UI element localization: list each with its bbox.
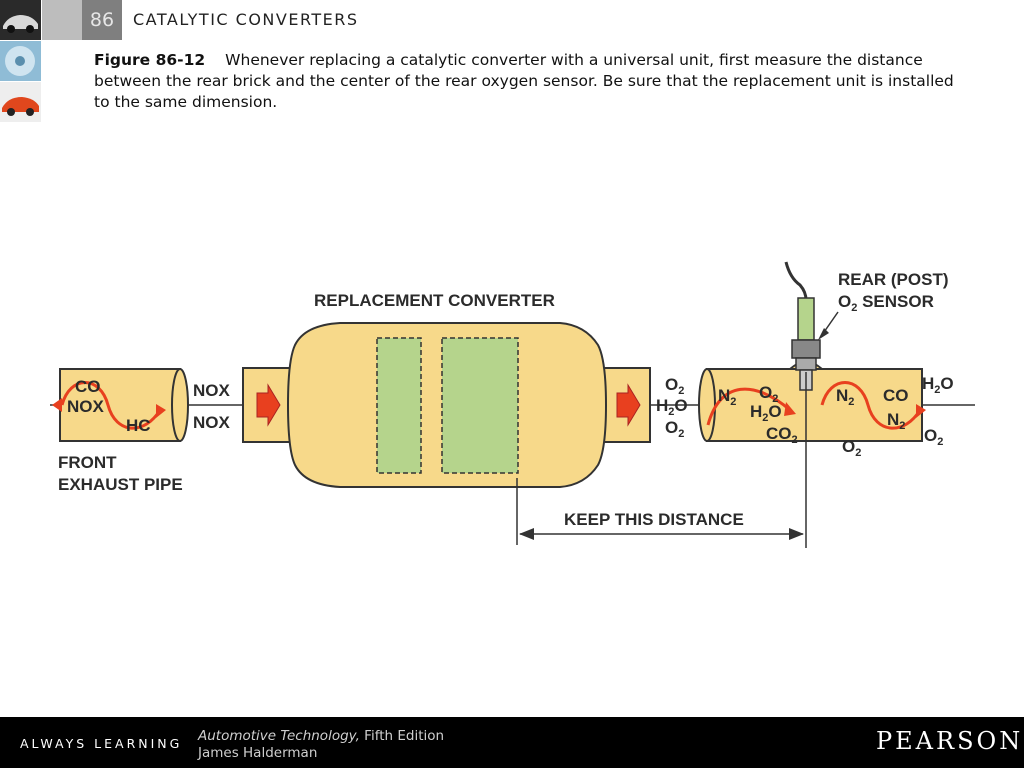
rear-exhaust-pipe <box>698 361 926 442</box>
svg-text:CO2: CO2 <box>766 424 798 446</box>
svg-text:O2: O2 <box>665 375 684 397</box>
book-title: Automotive Technology, <box>198 728 360 744</box>
inlet-nox-top: NOX <box>193 381 231 400</box>
turbine-thumbnail <box>0 41 41 81</box>
front-co-label: CO <box>75 377 101 396</box>
svg-text:O2: O2 <box>665 418 684 440</box>
header-thumbnails <box>0 0 42 123</box>
rear-brick <box>441 337 519 474</box>
publisher-logo: PEARSON <box>876 727 1024 755</box>
converter-diagram: CO NOX HC NOX NOX REPLACEMENT CONVERTER … <box>50 261 975 548</box>
footer-bar: ALWAYS LEARNING Automotive Technology, F… <box>0 717 1024 768</box>
rear-o2-sensor <box>784 261 839 391</box>
keep-distance-dimension <box>516 372 807 548</box>
svg-text:O2: O2 <box>924 426 943 448</box>
car-thumbnail-red <box>0 82 41 122</box>
outlet-flow-arrow <box>616 383 641 427</box>
rear-sensor-label-line2: O2 SENSOR <box>838 292 934 314</box>
figure-label: Figure 86-12 <box>94 51 206 69</box>
book-author: James Halderman <box>198 745 318 761</box>
front-pipe-label-line1: FRONT <box>58 453 117 472</box>
chapter-title: CATALYTIC CONVERTERS <box>133 10 359 29</box>
outlet-gas-labels: O2 H2O O2 <box>656 375 688 440</box>
svg-text:H2O: H2O <box>922 374 954 396</box>
caption-text: Whenever replacing a catalytic converter… <box>94 51 954 111</box>
inlet-nox-bottom: NOX <box>193 413 231 432</box>
chapter-number: 86 <box>82 0 122 40</box>
svg-text:CO: CO <box>883 386 909 405</box>
rear-sensor-label-line1: REAR (POST) <box>838 270 949 289</box>
keep-distance-label: KEEP THIS DISTANCE <box>564 510 744 529</box>
svg-text:H2O: H2O <box>656 396 688 418</box>
book-edition: Fifth Edition <box>359 728 445 744</box>
car-thumbnail-silver <box>0 0 41 40</box>
header-gray-block <box>42 0 82 40</box>
rear-pipe-gas-labels: N2 O2 H2O CO2 N2 CO N2 H2O O2 O2 <box>718 374 954 459</box>
front-pipe-label-line2: EXHAUST PIPE <box>58 475 183 494</box>
svg-text:H2O: H2O <box>750 402 782 424</box>
footer-tagline: ALWAYS LEARNING <box>20 736 183 751</box>
inlet-flow-arrow <box>256 383 281 427</box>
front-hc-label: HC <box>126 416 151 435</box>
front-brick <box>376 337 422 474</box>
replacement-converter-label: REPLACEMENT CONVERTER <box>314 291 555 310</box>
replacement-converter <box>242 322 651 488</box>
footer-book-info: Automotive Technology, Fifth Edition Jam… <box>198 728 444 762</box>
front-exhaust-pipe <box>52 368 189 442</box>
front-nox-label: NOX <box>67 397 105 416</box>
